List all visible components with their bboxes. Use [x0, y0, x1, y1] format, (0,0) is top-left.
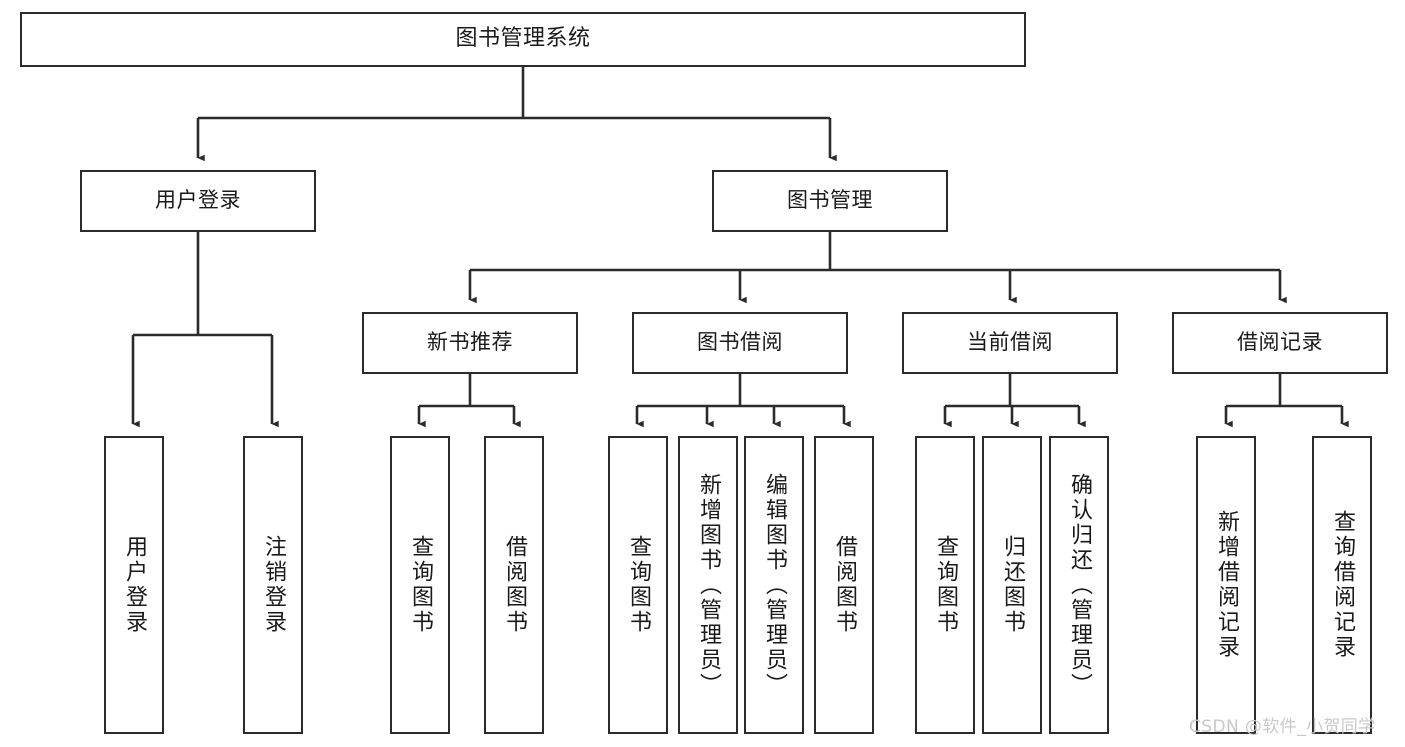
leaf-return-book[interactable]: 归还图书 [982, 436, 1042, 734]
leaf-query-book-current-label: 查询图书 [933, 535, 958, 635]
leaf-user-login[interactable]: 用户登录 [104, 436, 164, 734]
leaf-query-book-borrow[interactable]: 查询图书 [608, 436, 668, 734]
leaf-query-borrow-record[interactable]: 查询借阅记录 [1312, 436, 1372, 734]
leaf-add-borrow-record[interactable]: 新增借阅记录 [1196, 436, 1256, 734]
node-new-book-recommend[interactable]: 新书推荐 [362, 312, 578, 374]
leaf-borrow-book-recommend[interactable]: 借阅图书 [484, 436, 544, 734]
node-borrow-record-label: 借阅记录 [1237, 330, 1323, 355]
leaf-user-logout[interactable]: 注销登录 [243, 436, 303, 734]
leaf-query-book-borrow-label: 查询图书 [626, 535, 651, 635]
leaf-user-login-label: 用户登录 [122, 535, 147, 635]
node-root-label: 图书管理系统 [455, 26, 591, 52]
node-new-book-recommend-label: 新书推荐 [427, 330, 513, 355]
leaf-add-borrow-record-label: 新增借阅记录 [1214, 510, 1239, 660]
leaf-borrow-book[interactable]: 借阅图书 [814, 436, 874, 734]
node-book-management-label: 图书管理 [787, 188, 873, 213]
node-current-borrow[interactable]: 当前借阅 [902, 312, 1118, 374]
leaf-query-book-current[interactable]: 查询图书 [915, 436, 975, 734]
leaf-confirm-return-admin-label: 确认归还（管理员） [1067, 472, 1092, 698]
csdn-watermark: CSDN @软件_小贺同学 [1189, 717, 1376, 737]
node-book-management[interactable]: 图书管理 [712, 170, 948, 232]
leaf-add-book-admin[interactable]: 新增图书（管理员） [678, 436, 738, 734]
leaf-borrow-book-recommend-label: 借阅图书 [502, 535, 527, 635]
leaf-edit-book-admin[interactable]: 编辑图书（管理员） [744, 436, 804, 734]
leaf-query-book-recommend-label: 查询图书 [408, 535, 433, 635]
leaf-user-logout-label: 注销登录 [261, 535, 286, 635]
node-user-login-label: 用户登录 [155, 188, 241, 213]
node-current-borrow-label: 当前借阅 [967, 330, 1053, 355]
leaf-query-borrow-record-label: 查询借阅记录 [1330, 510, 1355, 660]
node-root[interactable]: 图书管理系统 [20, 12, 1026, 67]
leaf-return-book-label: 归还图书 [1000, 535, 1025, 635]
leaf-query-book-recommend[interactable]: 查询图书 [390, 436, 450, 734]
leaf-confirm-return-admin[interactable]: 确认归还（管理员） [1049, 436, 1109, 734]
leaf-add-book-admin-label: 新增图书（管理员） [696, 472, 721, 698]
leaf-borrow-book-label: 借阅图书 [832, 535, 857, 635]
node-borrow-record[interactable]: 借阅记录 [1172, 312, 1388, 374]
node-book-borrow[interactable]: 图书借阅 [632, 312, 848, 374]
node-book-borrow-label: 图书借阅 [697, 330, 783, 355]
leaf-edit-book-admin-label: 编辑图书（管理员） [762, 472, 787, 698]
node-user-login[interactable]: 用户登录 [80, 170, 316, 232]
